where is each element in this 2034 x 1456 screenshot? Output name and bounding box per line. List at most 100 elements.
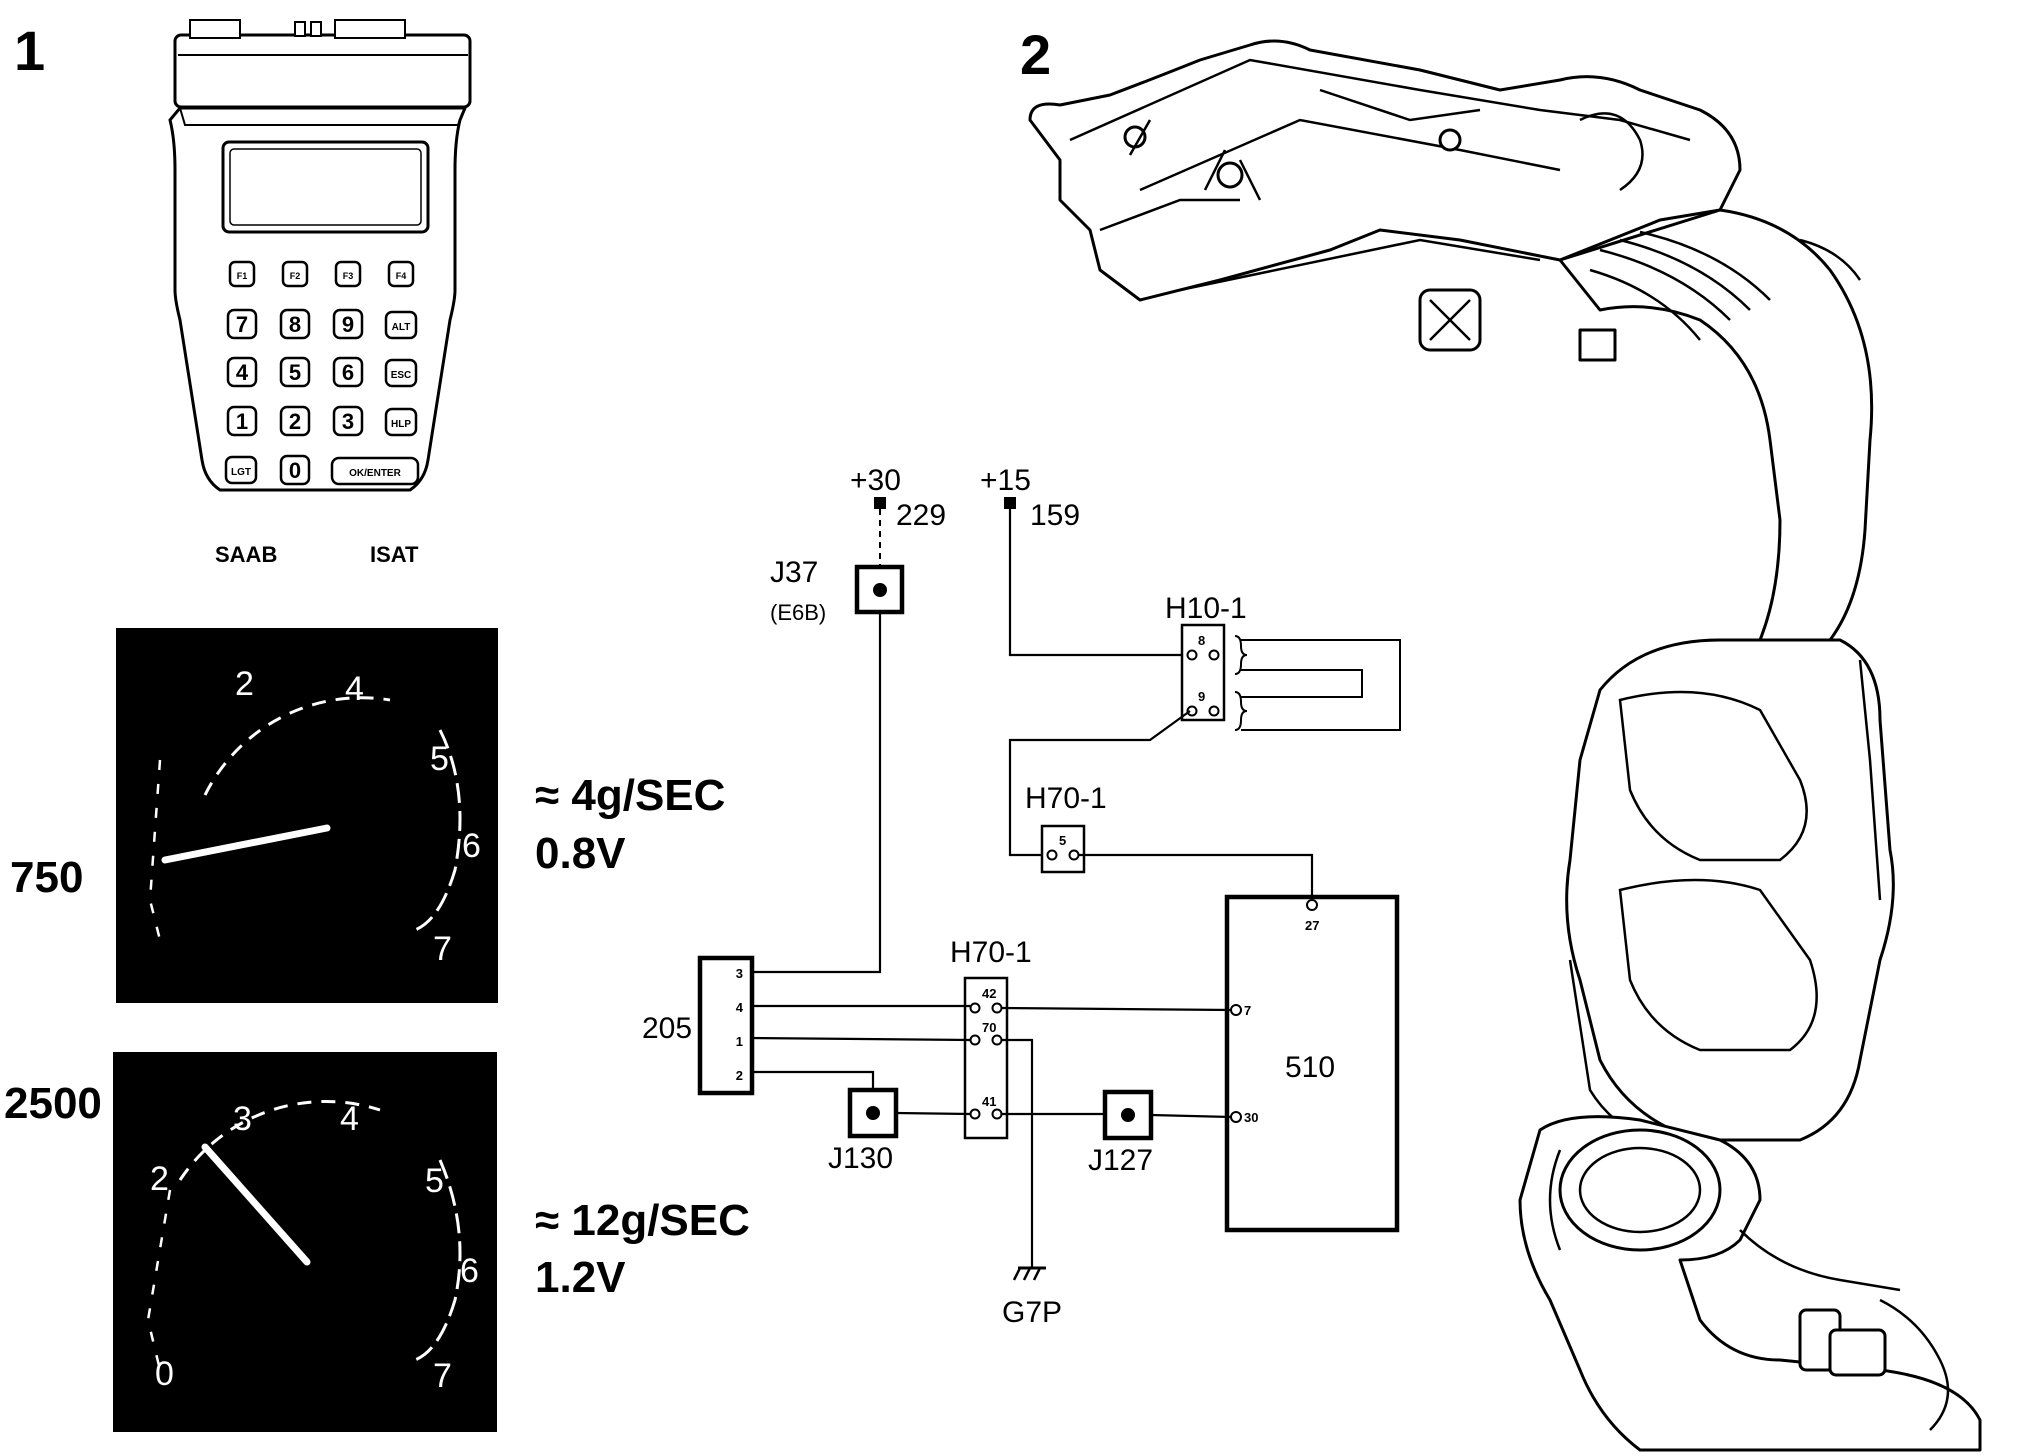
h10-1-connector [1180, 623, 1226, 722]
key-9[interactable] [332, 308, 364, 340]
h10-1-pin-9: 9 [1198, 689, 1205, 704]
h70-1-top-pin-5: 5 [1059, 833, 1066, 848]
gauge-750-scale-arc-right [414, 729, 462, 932]
key-1[interactable] [226, 405, 258, 437]
f1-key[interactable] [228, 260, 256, 288]
key-esc[interactable] [384, 358, 418, 388]
key-5-label: 5 [289, 360, 301, 385]
gauge-2500-flow-reading: ≈ 12g/SEC [535, 1196, 750, 1245]
h10-1-pin-8: 8 [1198, 633, 1205, 648]
key-5[interactable] [279, 356, 311, 388]
key-lgt-label: LGT [231, 467, 251, 478]
gauge-2500-voltage-reading: 1.2V [535, 1253, 626, 1302]
gauge-750-dial-face [116, 628, 498, 1003]
tachometer-gauge-750: 2 4 5 6 7 [116, 628, 498, 1003]
gauge-2500-num-6: 6 [460, 1252, 479, 1290]
tester-port-left [189, 19, 241, 39]
ecu-pin-27: 27 [1305, 918, 1319, 933]
gauge-2500-scale-arc-right [414, 1159, 462, 1362]
h70-1-top-connector [1040, 824, 1086, 874]
gauge-2500-dial-face [113, 1052, 497, 1432]
gauge-2500-num-3: 3 [233, 1100, 252, 1138]
ecu-510-box [1224, 894, 1400, 1233]
gauge-2500-num-0: 0 [155, 1355, 174, 1393]
supply-15-wire-number: 159 [1030, 499, 1080, 532]
sensor-pin-3: 3 [736, 966, 743, 981]
ground-g7p-label: G7P [1002, 1296, 1062, 1329]
gauge-750-scale-arc [203, 696, 391, 796]
f2-key-label: F2 [290, 271, 301, 281]
h70-1-pin-41: 41 [982, 1094, 996, 1109]
key-1-label: 1 [236, 409, 248, 434]
h70-1-top-label: H70-1 [1025, 782, 1107, 815]
gauge-2500-num-7: 7 [433, 1357, 452, 1395]
supply-15-label: +15 [980, 464, 1031, 497]
key-2[interactable] [279, 405, 311, 437]
gauge-750-flow-reading: ≈ 4g/SEC [535, 771, 725, 820]
gauge-750-num-7: 7 [433, 930, 452, 968]
f1-key-label: F1 [237, 271, 248, 281]
h10-1-label: H10-1 [1165, 592, 1247, 625]
key-7-label: 7 [236, 312, 248, 337]
key-6[interactable] [332, 356, 364, 388]
isat-tester: F1 F2 F3 F4 7 8 9 ALT 4 5 6 [168, 19, 472, 567]
key-hlp-label: HLP [391, 419, 411, 430]
gauge-2500-num-4: 4 [340, 1100, 359, 1138]
key-ok-enter[interactable] [330, 456, 420, 486]
key-hlp[interactable] [384, 407, 418, 437]
key-0[interactable] [279, 454, 311, 486]
supply-30-label: +30 [850, 464, 901, 497]
gauge-2500-num-5: 5 [425, 1162, 444, 1200]
tester-display [221, 140, 430, 234]
key-4[interactable] [226, 356, 258, 388]
tester-port-right [334, 19, 406, 39]
sensor-205-label: 205 [642, 1012, 692, 1045]
h70-1-pin-42: 42 [982, 986, 996, 1001]
gauge-2500-scale-arc [178, 1099, 381, 1181]
key-alt-label: ALT [392, 322, 411, 333]
key-8[interactable] [279, 308, 311, 340]
ecu-pin-7: 7 [1244, 1003, 1251, 1018]
intake-manifold [1028, 39, 1742, 302]
air-filter-housing [1565, 638, 1895, 1142]
key-7[interactable] [226, 308, 258, 340]
h70-1-mid-label: H70-1 [950, 936, 1032, 969]
function-keys: F1 F2 F3 F4 [228, 260, 415, 288]
f4-key-label: F4 [396, 271, 407, 281]
wiring-schematic: +30 229 J37 (E6B) +15 159 H10-1 8 9 H70-… [642, 464, 1401, 1329]
sensor-205-box [697, 955, 755, 1096]
rpm-label-750: 750 [10, 853, 83, 902]
key-8-label: 8 [289, 312, 301, 337]
gauge-2500-num-2: 2 [150, 1160, 169, 1198]
key-3[interactable] [332, 405, 364, 437]
key-6-label: 6 [342, 360, 354, 385]
key-alt[interactable] [384, 310, 418, 340]
f4-key[interactable] [387, 260, 415, 288]
gauge-750-needle [161, 824, 331, 864]
f2-key[interactable] [281, 260, 309, 288]
j37-label: J37 [770, 556, 818, 589]
key-2-label: 2 [289, 409, 301, 434]
sensor-pin-2: 2 [736, 1068, 743, 1083]
f3-key-label: F3 [343, 271, 354, 281]
supply-30-wire-number: 229 [896, 499, 946, 532]
tachometer-gauge-2500: 2 3 4 5 6 7 0 [113, 1052, 497, 1432]
panel-label-1: 1 [14, 19, 45, 82]
key-lgt[interactable] [224, 455, 258, 485]
gauge-750-num-2: 2 [235, 665, 254, 703]
tester-connector-block [173, 33, 472, 109]
panel-label-2: 2 [1020, 23, 1051, 86]
j127-label: J127 [1088, 1144, 1153, 1177]
j130-label: J130 [828, 1142, 893, 1175]
tester-brand-isat: ISAT [370, 542, 419, 567]
rpm-label-2500: 2500 [4, 1079, 102, 1128]
f3-key[interactable] [334, 260, 362, 288]
ecu-pin-30: 30 [1244, 1110, 1258, 1125]
key-4-label: 4 [236, 360, 249, 385]
gauge-2500-needle [201, 1143, 311, 1266]
supply-30-terminal [874, 497, 886, 509]
sensor-pin-1: 1 [736, 1034, 743, 1049]
tester-brand-saab: SAAB [215, 542, 277, 567]
key-3-label: 3 [342, 409, 354, 434]
